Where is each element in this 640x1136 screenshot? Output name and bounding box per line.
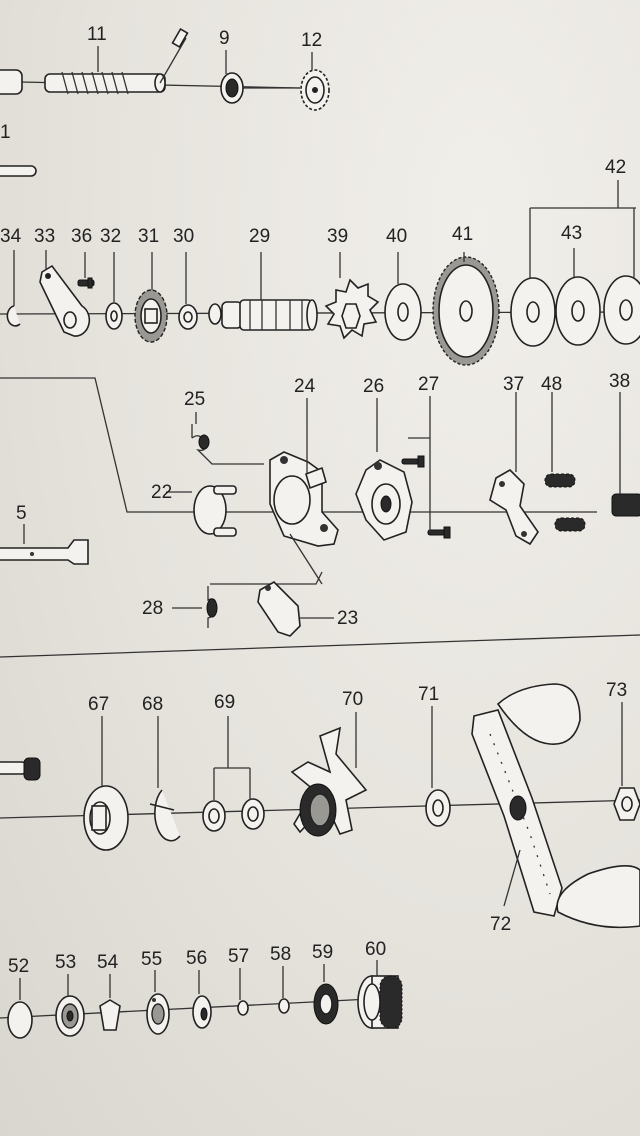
label-69: 69	[214, 692, 235, 713]
part-12-gear	[300, 69, 330, 111]
part-71-washer	[425, 789, 451, 827]
part-60-cap	[357, 975, 403, 1029]
label-43: 43	[561, 223, 582, 244]
label-52: 52	[8, 956, 29, 977]
part-39-star-drag	[324, 278, 380, 340]
part-37-yoke	[489, 469, 539, 546]
row-main-shaft	[0, 180, 640, 366]
label-23: 23	[337, 608, 358, 629]
label-39: 39	[327, 226, 348, 247]
part-73-nut	[613, 787, 640, 821]
label-38: 38	[609, 371, 630, 392]
label-42: 42	[605, 157, 626, 178]
label-40: 40	[386, 226, 407, 247]
part-36-screw	[77, 277, 95, 289]
part-9-bearing	[220, 72, 244, 104]
part-67-bearing	[83, 785, 129, 851]
label-56: 56	[186, 948, 207, 969]
label-68: 68	[142, 694, 163, 715]
label-67: 67	[88, 694, 109, 715]
part-31-gear	[134, 289, 168, 343]
part-55-plate	[146, 993, 170, 1035]
part-59-bearing	[313, 983, 339, 1025]
part-5-bar	[0, 539, 89, 565]
label-32: 32	[100, 226, 121, 247]
label-72: 72	[490, 914, 511, 935]
label-53: 53	[55, 952, 76, 973]
row-bearing-stack	[0, 960, 403, 1039]
part-26-yoke-housing	[355, 459, 413, 541]
part-23-pawl	[257, 581, 301, 637]
label-31: 31	[138, 226, 159, 247]
part-27-screws	[401, 455, 451, 539]
label-26: 26	[363, 376, 384, 397]
part-34-clip	[6, 305, 21, 327]
label-54: 54	[97, 952, 119, 973]
part-38-pinion-end	[611, 493, 640, 517]
part-11-worm-shaft	[44, 71, 166, 95]
part-43-drag-washers	[510, 275, 640, 347]
label-33: 33	[34, 226, 55, 247]
axis-line-clutch	[0, 377, 597, 513]
part-70-star-drag	[290, 726, 368, 837]
label-5: 5	[16, 503, 27, 524]
part-28-spring	[206, 571, 323, 628]
part-54-pentagon-spring	[99, 999, 121, 1031]
label-27: 27	[418, 374, 439, 395]
label-30: 30	[173, 226, 194, 247]
label-71: 71	[418, 684, 439, 705]
label-59: 59	[312, 942, 333, 963]
label-11: 11	[87, 24, 107, 45]
label-55: 55	[141, 949, 162, 970]
label-70: 70	[342, 689, 363, 710]
row-handle	[0, 683, 640, 929]
part-57-washer	[237, 1000, 249, 1016]
part-48-springs	[544, 473, 586, 532]
label-73: 73	[606, 680, 627, 701]
part-30-washer	[178, 304, 198, 330]
label-1: 1	[0, 122, 11, 143]
part-33-lever	[39, 264, 91, 337]
section-divider	[0, 634, 640, 658]
part-24-cam-plate	[269, 451, 339, 547]
part-56-washer	[192, 995, 212, 1029]
label-41: 41	[452, 224, 473, 245]
row-top	[0, 27, 330, 177]
label-34: 34	[0, 226, 22, 247]
part-40-washer	[384, 283, 422, 341]
part-72-handle	[471, 683, 640, 929]
label-22: 22	[151, 482, 172, 503]
part-1-rod	[0, 165, 37, 177]
part-69-washers	[202, 798, 265, 832]
label-48: 48	[541, 374, 562, 395]
label-24: 24	[294, 376, 316, 397]
shaft-end	[0, 757, 41, 781]
part-32-washer	[105, 302, 123, 330]
label-57: 57	[228, 946, 249, 967]
label-12: 12	[301, 30, 322, 51]
part-41-main-gear	[432, 256, 500, 366]
part-53-bearing	[55, 995, 85, 1037]
row-clutch	[0, 377, 640, 637]
part-58-washer	[278, 998, 290, 1014]
label-9: 9	[219, 28, 230, 49]
label-60: 60	[365, 939, 386, 960]
shaft-stub	[0, 69, 23, 95]
label-58: 58	[270, 944, 291, 965]
part-29-pinion-shaft	[208, 299, 318, 331]
part-22-clip	[193, 485, 237, 537]
label-36: 36	[71, 226, 92, 247]
part-68-clip	[149, 789, 181, 842]
label-29: 29	[249, 226, 270, 247]
label-37: 37	[503, 374, 524, 395]
part-25-spring	[191, 424, 264, 465]
label-25: 25	[184, 389, 205, 410]
part-52-ring	[7, 1001, 33, 1039]
label-28: 28	[142, 598, 163, 619]
